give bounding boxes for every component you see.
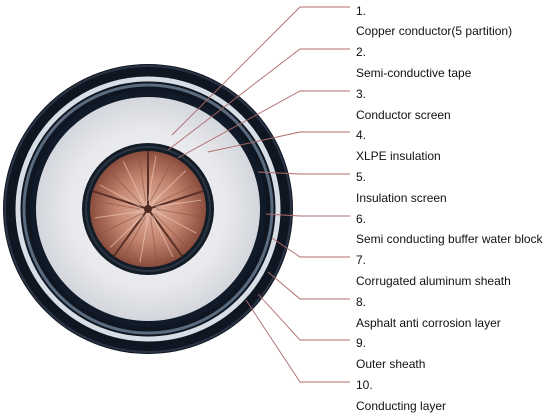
label-8-number: 8. [356,295,367,309]
label-10-number: 10. [356,378,373,392]
label-4-text: XLPE insulation [356,149,441,163]
leader-line-8 [267,271,350,300]
semi-conductive-tape [85,146,211,272]
strand-line [155,208,202,218]
leader-line-5 [257,171,350,175]
leader-line-7 [271,237,350,258]
strand-line [99,213,142,235]
strand-line [155,211,197,234]
label-2-number: 2. [356,45,367,59]
label-5-text: Insulation screen [356,191,447,205]
strand-line [122,160,144,203]
strand-line [109,170,142,205]
strand-line [139,216,149,263]
aluminum-sheath [15,76,281,342]
conducting-layer [4,65,292,353]
conductor-partitions [92,151,204,263]
strand-line [99,184,141,207]
strand-line [152,215,174,258]
leader-line-2 [167,48,350,151]
label-9-number: 9. [356,336,367,350]
leader-lines [167,6,350,383]
strand-line [149,216,158,263]
asphalt-layer [22,83,274,335]
strand-line [147,155,157,202]
label-3-number: 3. [356,87,367,101]
label-5-number: 5. [356,170,367,184]
leader-line-3 [177,90,350,159]
strand-line [94,210,141,219]
label-8-text: Asphalt anti corrosion layer [356,316,501,330]
conductor-center [144,205,152,213]
strand-line [138,155,147,202]
leader-line-9 [257,293,350,341]
strand-line [154,213,187,248]
label-7-number: 7. [356,253,367,267]
label-9-text: Outer sheath [356,357,426,371]
leader-line-6 [265,213,350,217]
strand-line [154,183,197,205]
strand-line [109,215,144,248]
strand-line [123,216,146,258]
strand-line [155,199,202,208]
label-1-text: Copper conductor(5 partition) [356,24,513,38]
leader-line-1 [171,6,350,136]
label-10-text: Conducting layer [356,399,447,413]
leader-line-4 [207,131,350,153]
label-2-text: Semi-conductive tape [356,66,472,80]
strand-line [150,160,173,202]
label-4-number: 4. [356,128,367,142]
strand-line [152,170,187,203]
leader-line-10 [245,299,350,383]
strand-line [94,200,141,210]
label-1-number: 1. [356,4,367,18]
label-7-text: Corrugated aluminum sheath [356,274,511,288]
label-6-number: 6. [356,212,367,226]
label-3-text: Conductor screen [356,108,451,122]
label-6-text: Semi conducting buffer water block [356,232,543,246]
